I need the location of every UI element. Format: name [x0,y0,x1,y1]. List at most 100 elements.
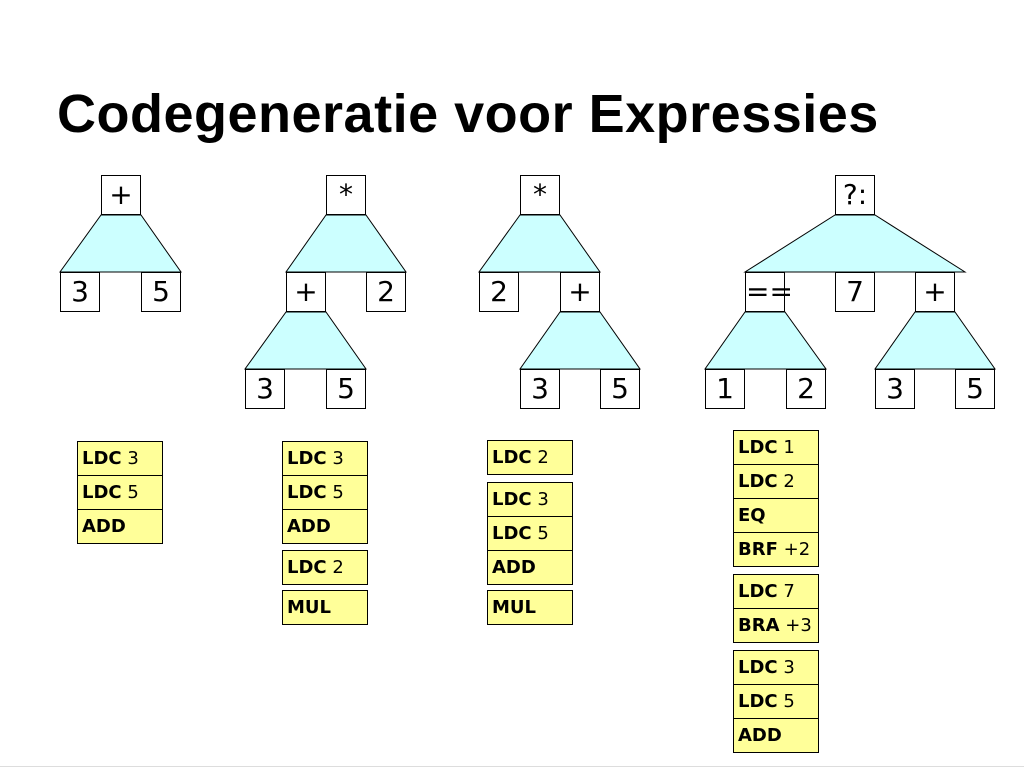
instruction: LDC 5 [487,516,573,551]
subtree-triangle [478,214,601,273]
subtree-triangle [704,311,827,370]
instruction: LDC 5 [282,475,368,510]
opcode: LDC [738,471,778,492]
opcode: LDC [738,657,778,678]
opcode: BRA [738,615,780,636]
subtree-triangle [519,311,641,370]
operand: 5 [332,482,344,503]
tree-node: + [560,272,600,312]
slide-title: Codegeneratie voor Expressies [57,84,879,144]
instruction: BRA +3 [733,608,819,643]
opcode: LDC [287,482,327,503]
instruction: ADD [77,509,163,544]
subtree-triangle [244,311,367,370]
opcode: ADD [492,557,536,578]
tree-node: ?: [835,175,875,215]
opcode: LDC [287,557,327,578]
instruction: MUL [282,590,368,625]
tree-node: 3 [875,369,915,409]
instruction: LDC 5 [733,684,819,719]
tree-node: 2 [366,272,406,312]
operand: 3 [783,657,795,678]
instruction-group: LDC 2 [487,440,573,475]
tree-node: 2 [786,369,826,409]
opcode: LDC [738,581,778,602]
opcode: LDC [287,448,327,469]
tree-node: + [915,272,955,312]
instruction: ADD [282,509,368,544]
instruction: ADD [487,550,573,585]
tree-node: == [745,272,793,312]
tree-node: + [286,272,326,312]
opcode: LDC [82,482,122,503]
opcode: ADD [287,516,331,537]
tree-node: 5 [326,369,366,409]
tree-node: * [326,175,366,215]
tree-node: 7 [835,272,875,312]
tree-node: * [520,175,560,215]
operand: 5 [783,691,795,712]
opcode: LDC [82,448,122,469]
instruction: LDC 7 [733,574,819,609]
opcode: LDC [492,489,532,510]
operand: 3 [332,448,344,469]
instruction: LDC 2 [733,464,819,499]
instruction: LDC 3 [733,650,819,685]
subtree-triangle [874,311,996,370]
opcode: LDC [738,437,778,458]
divider [0,766,1024,767]
instruction: MUL [487,590,573,625]
instruction-group: LDC 2 [282,550,368,585]
subtree-triangle [59,214,182,273]
tree-node: 1 [705,369,745,409]
instruction: LDC 2 [487,440,573,475]
opcode: ADD [82,516,126,537]
subtree-triangle [285,214,407,273]
tree-node: 2 [479,272,519,312]
operand: 3 [127,448,139,469]
operand: 7 [783,581,795,602]
instruction: ADD [733,718,819,753]
instruction: LDC 3 [487,482,573,517]
instruction: LDC 3 [282,441,368,476]
instruction-group: MUL [487,590,573,625]
operand: 1 [783,437,795,458]
tree-node: 3 [520,369,560,409]
opcode: BRF [738,539,778,560]
operand: 3 [537,489,549,510]
operand: 2 [537,447,549,468]
operand: 5 [537,523,549,544]
opcode: LDC [492,523,532,544]
operand: 2 [332,557,344,578]
opcode: MUL [492,597,536,618]
operand: +2 [783,539,811,560]
instruction: BRF +2 [733,532,819,567]
opcode: ADD [738,725,782,746]
tree-node: 3 [245,369,285,409]
operand: +3 [785,615,812,636]
tree-node: + [101,175,141,215]
opcode: LDC [492,447,532,468]
instruction: LDC 1 [733,430,819,465]
tree-node: 5 [141,272,181,312]
instruction: LDC 3 [77,441,163,476]
opcode: MUL [287,597,331,618]
tree-node: 3 [60,272,100,312]
instruction: EQ [733,498,819,533]
subtree-triangle [743,214,967,273]
opcode: EQ [738,505,766,526]
instruction: LDC 2 [282,550,368,585]
tree-node: 5 [600,369,640,409]
tree-node: 5 [955,369,995,409]
opcode: LDC [738,691,778,712]
operand: 2 [783,471,795,492]
instruction: LDC 5 [77,475,163,510]
instruction-group: MUL [282,590,368,625]
